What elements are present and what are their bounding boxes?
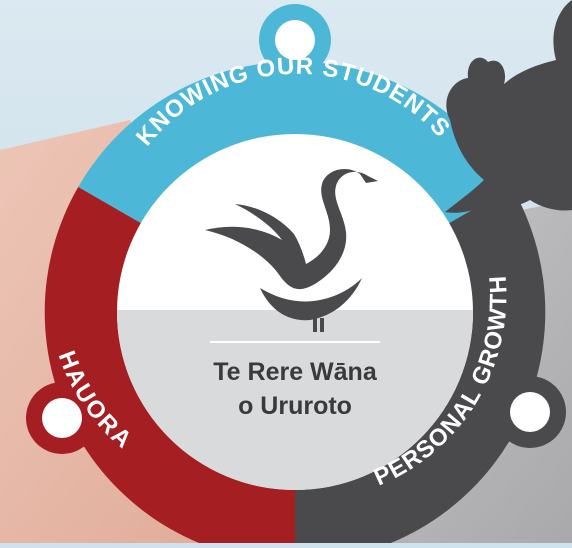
center-title-line1: Te Rere Wāna: [213, 358, 378, 386]
center-title-line2: o Ururoto: [238, 392, 352, 420]
knob-top-inner: [275, 20, 315, 60]
knob-right-inner: [510, 392, 550, 432]
swan-icon: [205, 169, 378, 332]
flying-bird-icon: [445, 0, 572, 213]
knob-left-inner: [42, 398, 82, 438]
